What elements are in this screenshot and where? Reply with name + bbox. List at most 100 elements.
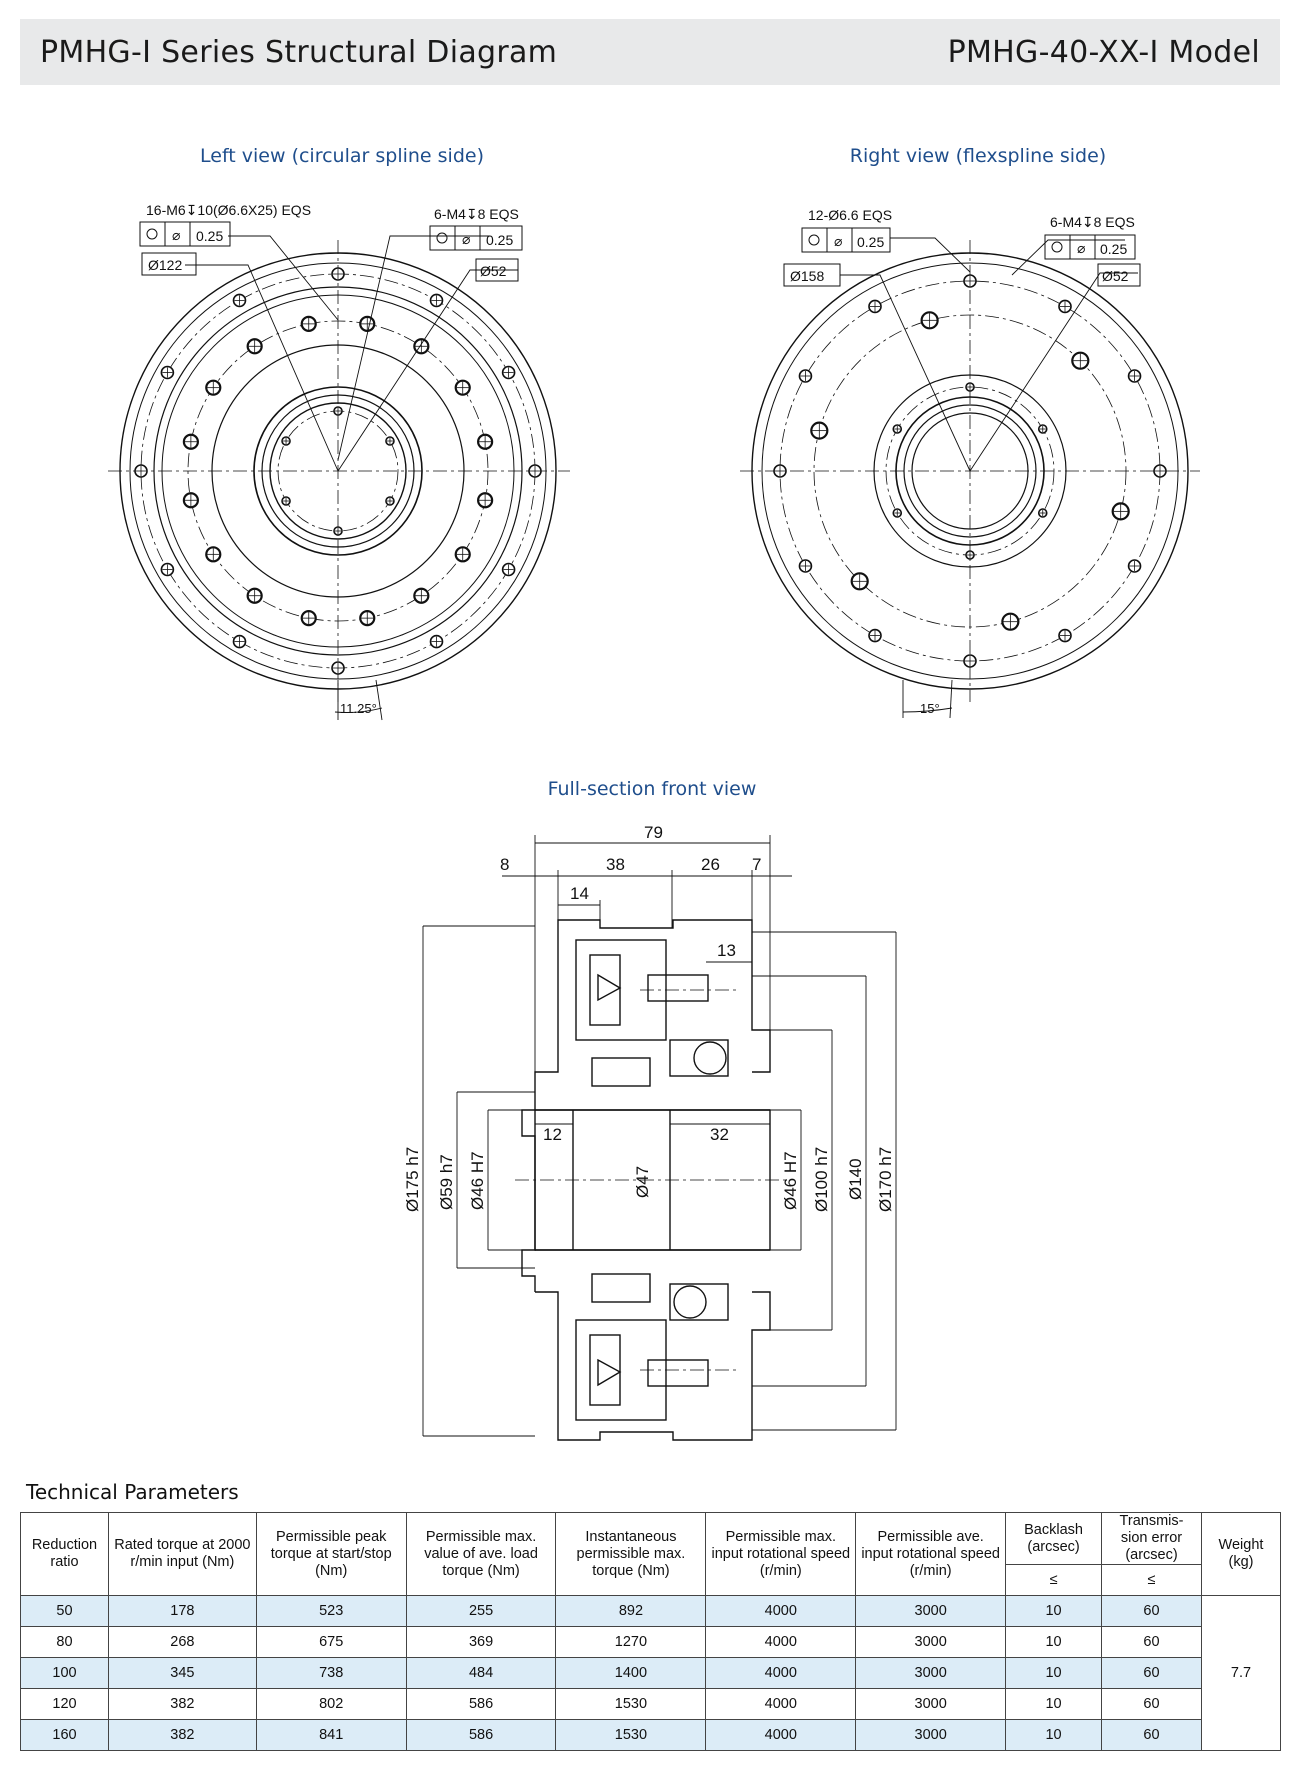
header-weight: Weight (kg) [1200, 1512, 1282, 1596]
dim-8: 8 [500, 855, 509, 874]
left-view-drawing: 16-M6↧10(Ø6.6X25) EQS ⌀ 0.25 6-M4↧8 EQS … [108, 202, 570, 721]
cell-max-speed: 4000 [705, 1657, 857, 1689]
cell-transmission: 60 [1101, 1626, 1202, 1658]
cell-max-speed: 4000 [705, 1595, 857, 1627]
left-tolerance-tapped: 0.25 [486, 232, 513, 248]
cell-ave-speed: 3000 [855, 1657, 1007, 1689]
svg-text:⌀: ⌀ [462, 231, 471, 247]
cell-peak: 841 [255, 1719, 407, 1751]
cell-transmission: 60 [1101, 1595, 1202, 1627]
dim-26: 26 [701, 855, 720, 874]
right-callout-tapped: 6-M4↧8 EQS [1050, 214, 1135, 230]
header-transmission-error: Transmis- sion error (arcsec) [1101, 1512, 1202, 1565]
cell-backlash: 10 [1005, 1719, 1103, 1751]
cell-ratio: 120 [20, 1688, 109, 1720]
cell-ave-speed: 3000 [855, 1719, 1007, 1751]
cell-instant: 1530 [555, 1719, 707, 1751]
dim-14: 14 [570, 884, 589, 903]
cell-max-speed: 4000 [705, 1719, 857, 1751]
left-callout-tapped: 6-M4↧8 EQS [434, 206, 519, 222]
cell-instant: 1530 [555, 1688, 707, 1720]
cell-instant: 1270 [555, 1626, 707, 1658]
cell-weight: 7.7 [1200, 1595, 1282, 1751]
section-view-drawing: 79 8 38 26 7 14 13 12 32 Ø175 h7 Ø59 h7 … [403, 823, 897, 1441]
header-instant-torque: Instantaneous permissible max. torque (N… [555, 1512, 707, 1596]
right-diameter-outer: Ø158 [790, 268, 824, 284]
model-name: PMHG-40-XX-I Model [947, 34, 1260, 70]
dia-59: Ø59 h7 [437, 1154, 456, 1210]
dim-total: 79 [644, 823, 663, 842]
header-backlash: Backlash (arcsec) [1005, 1512, 1103, 1565]
right-view-title: Right view (flexspline side) [849, 145, 1107, 167]
right-view-drawing: 12-Ø6.6 EQS ⌀ 0.25 6-M4↧8 EQS ⌀ 0.25 Ø15… [740, 207, 1200, 719]
svg-text:⌀: ⌀ [1077, 240, 1086, 256]
right-callout-holes: 12-Ø6.6 EQS [808, 207, 892, 223]
dim-38: 38 [606, 855, 625, 874]
cell-rated: 382 [107, 1688, 257, 1720]
left-diameter-outer: Ø122 [148, 257, 182, 273]
section-view-title: Full-section front view [547, 778, 757, 800]
right-tolerance-tapped: 0.25 [1100, 241, 1127, 257]
cell-ratio: 100 [20, 1657, 109, 1689]
cell-avg: 369 [405, 1626, 557, 1658]
header-peak-torque: Permissible peak torque at start/stop (N… [255, 1512, 407, 1596]
cell-backlash: 10 [1005, 1595, 1103, 1627]
cell-ratio: 50 [20, 1595, 109, 1627]
dia-100: Ø100 h7 [812, 1147, 831, 1212]
cell-ave-speed: 3000 [855, 1688, 1007, 1720]
right-diameter-inner: Ø52 [1102, 268, 1129, 284]
dia-47: Ø47 [633, 1166, 652, 1198]
header-ave-speed: Permissible ave. input rotational speed … [855, 1512, 1007, 1596]
cell-ave-speed: 3000 [855, 1626, 1007, 1658]
cell-rated: 382 [107, 1719, 257, 1751]
cell-transmission: 60 [1101, 1719, 1202, 1751]
right-tolerance-holes: 0.25 [857, 234, 884, 250]
cell-avg: 484 [405, 1657, 557, 1689]
cell-backlash: 10 [1005, 1688, 1103, 1720]
cell-peak: 802 [255, 1688, 407, 1720]
cell-transmission: 60 [1101, 1688, 1202, 1720]
cell-peak: 523 [255, 1595, 407, 1627]
dia-175: Ø175 h7 [403, 1147, 422, 1212]
cell-backlash: 10 [1005, 1657, 1103, 1689]
dim-7: 7 [752, 855, 761, 874]
dim-12: 12 [543, 1125, 562, 1144]
cell-peak: 738 [255, 1657, 407, 1689]
page-header: PMHG-I Series Structural Diagram PMHG-40… [20, 19, 1280, 85]
dia-170: Ø170 h7 [876, 1147, 895, 1212]
dim-32: 32 [710, 1125, 729, 1144]
header-avg-torque: Permissible max. value of ave. load torq… [405, 1512, 557, 1596]
dia-46-left: Ø46 H7 [468, 1151, 487, 1210]
cell-ratio: 160 [20, 1719, 109, 1751]
cell-transmission: 60 [1101, 1657, 1202, 1689]
cell-rated: 178 [107, 1595, 257, 1627]
cell-max-speed: 4000 [705, 1688, 857, 1720]
dim-13: 13 [717, 941, 736, 960]
cell-ratio: 80 [20, 1626, 109, 1658]
cell-rated: 268 [107, 1626, 257, 1658]
cell-backlash: 10 [1005, 1626, 1103, 1658]
cell-avg: 255 [405, 1595, 557, 1627]
left-diameter-inner: Ø52 [480, 263, 507, 279]
left-view-title: Left view (circular spline side) [200, 145, 484, 167]
left-tolerance-holes: 0.25 [196, 228, 223, 244]
cell-rated: 345 [107, 1657, 257, 1689]
technical-parameters-title: Technical Parameters [26, 1480, 239, 1504]
cell-instant: 892 [555, 1595, 707, 1627]
cell-peak: 675 [255, 1626, 407, 1658]
header-max-speed: Permissible max. input rotational speed … [705, 1512, 857, 1596]
svg-text:⌀: ⌀ [834, 233, 843, 249]
cell-max-speed: 4000 [705, 1626, 857, 1658]
dia-140: Ø140 [846, 1158, 865, 1200]
page-title: PMHG-I Series Structural Diagram [40, 34, 558, 70]
dia-46-right: Ø46 H7 [781, 1151, 800, 1210]
header-transmission-sub: ≤ [1101, 1564, 1202, 1596]
left-callout-holes: 16-M6↧10(Ø6.6X25) EQS [146, 202, 311, 218]
cell-ave-speed: 3000 [855, 1595, 1007, 1627]
header-rated-torque: Rated torque at 2000 r/min input (Nm) [107, 1512, 257, 1596]
